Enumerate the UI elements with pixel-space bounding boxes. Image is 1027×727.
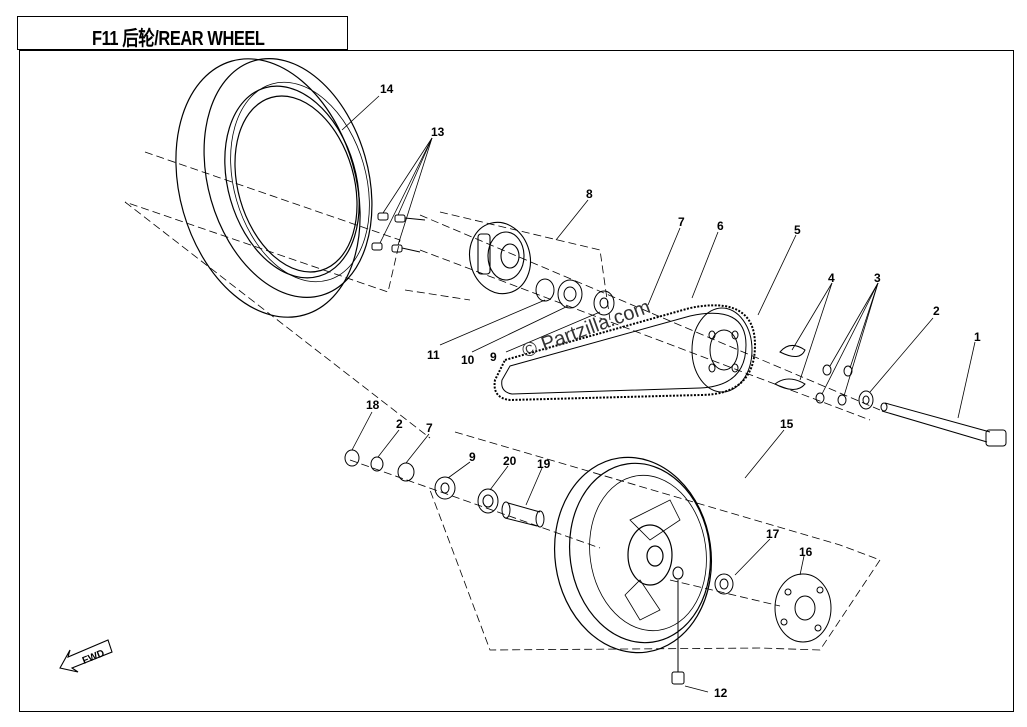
studs — [371, 212, 426, 253]
callout-9: 9 — [490, 350, 497, 364]
callout-6: 6 — [717, 219, 724, 233]
callout-7: 7 — [678, 215, 685, 229]
diagram-frame — [19, 50, 1014, 712]
nuts — [815, 364, 853, 406]
callout-5: 5 — [794, 223, 801, 237]
wheel-bearing — [671, 566, 734, 685]
drive-chain — [493, 304, 757, 402]
callout-16: 16 — [799, 545, 813, 559]
callout-2: 2 — [396, 417, 403, 431]
callout-17: 17 — [766, 527, 780, 541]
hub-bearings — [535, 278, 615, 316]
assembly-guides — [124, 151, 881, 651]
fwd-label: FWD — [81, 648, 106, 667]
tire — [175, 58, 373, 318]
callout-11: 11 — [427, 348, 440, 362]
callout-10: 10 — [461, 353, 475, 367]
wheel-rim — [553, 456, 713, 654]
callout-9: 9 — [469, 450, 476, 464]
callout-12: 12 — [714, 686, 728, 700]
callout-8: 8 — [586, 187, 593, 201]
callout-20: 20 — [503, 454, 517, 468]
cush-damper — [774, 573, 832, 643]
callout-numbers: 1 2 2 3 4 5 6 7 7 8 9 9 10 11 12 13 14 1… — [366, 82, 981, 700]
rear-sprocket — [691, 307, 753, 393]
axle-assembly — [858, 390, 1007, 447]
leader-lines — [341, 95, 976, 693]
page-title: F11 后轮/REAR WHEEL — [92, 28, 265, 50]
callout-18: 18 — [366, 398, 380, 412]
callout-2: 2 — [933, 304, 940, 318]
callout-13: 13 — [431, 125, 445, 139]
callout-19: 19 — [537, 457, 551, 471]
callout-3: 3 — [874, 271, 881, 285]
left-side-parts — [344, 449, 545, 528]
fwd-arrow-icon: FWD — [59, 639, 113, 673]
lock-plates — [774, 345, 806, 390]
title-box: F11 后轮/REAR WHEEL — [17, 16, 348, 50]
callout-1: 1 — [974, 330, 981, 344]
callout-14: 14 — [380, 82, 394, 96]
sprocket-hub — [469, 221, 531, 295]
callout-15: 15 — [780, 417, 794, 431]
callout-4: 4 — [828, 271, 835, 285]
watermark: © Partzilla.com — [519, 296, 653, 363]
callout-7: 7 — [426, 421, 433, 435]
